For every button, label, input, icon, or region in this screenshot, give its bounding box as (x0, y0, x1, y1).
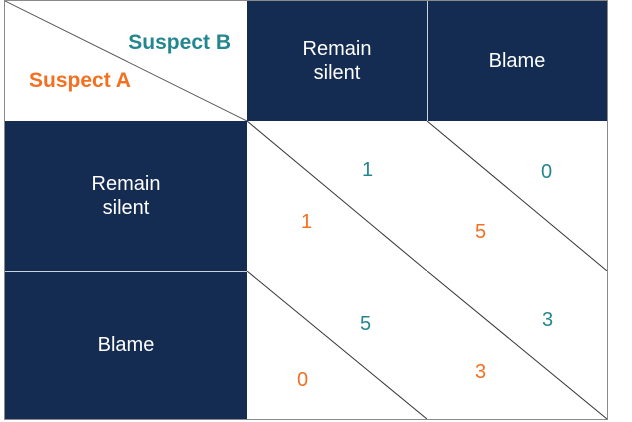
payoff-a: 0 (297, 369, 309, 391)
cell-diagonal (427, 271, 607, 419)
column-header-remain-silent: Remain silent (247, 1, 427, 121)
payoff-cell-silent-silent: 1 1 (247, 121, 427, 271)
payoff-b: 5 (360, 313, 372, 335)
row-header-remain-silent: Remain silent (5, 121, 247, 271)
payoff-a: 5 (475, 221, 487, 243)
cell-diagonal (427, 121, 607, 271)
row-divider (5, 271, 247, 272)
payoff-b: 0 (541, 161, 553, 183)
suspect-b-label: Suspect B (128, 31, 231, 54)
payoff-b: 1 (362, 159, 374, 181)
column-header-label: Blame (488, 50, 546, 72)
corner-diagonal (5, 1, 247, 121)
row-header-label: Blame (97, 334, 155, 356)
payoff-cell-silent-blame: 0 5 (427, 121, 607, 271)
payoff-a: 3 (475, 361, 487, 383)
corner-cell: Suspect B Suspect A (5, 1, 247, 121)
cell-diagonal (247, 271, 427, 419)
row-header-label: Remain silent (91, 173, 161, 219)
suspect-a-label: Suspect A (29, 69, 131, 92)
header-divider (427, 1, 428, 121)
payoff-cell-blame-blame: 3 3 (427, 271, 607, 419)
payoff-b: 3 (542, 309, 554, 331)
payoff-a: 1 (301, 211, 313, 233)
column-header-blame: Blame (427, 1, 607, 121)
column-header-label: Remain silent (302, 38, 372, 84)
payoff-cell-blame-silent: 5 0 (247, 271, 427, 419)
payoff-matrix: Suspect B Suspect A Remain silent Blame … (4, 0, 608, 420)
row-header-blame: Blame (5, 271, 247, 419)
cell-diagonal (247, 121, 427, 271)
